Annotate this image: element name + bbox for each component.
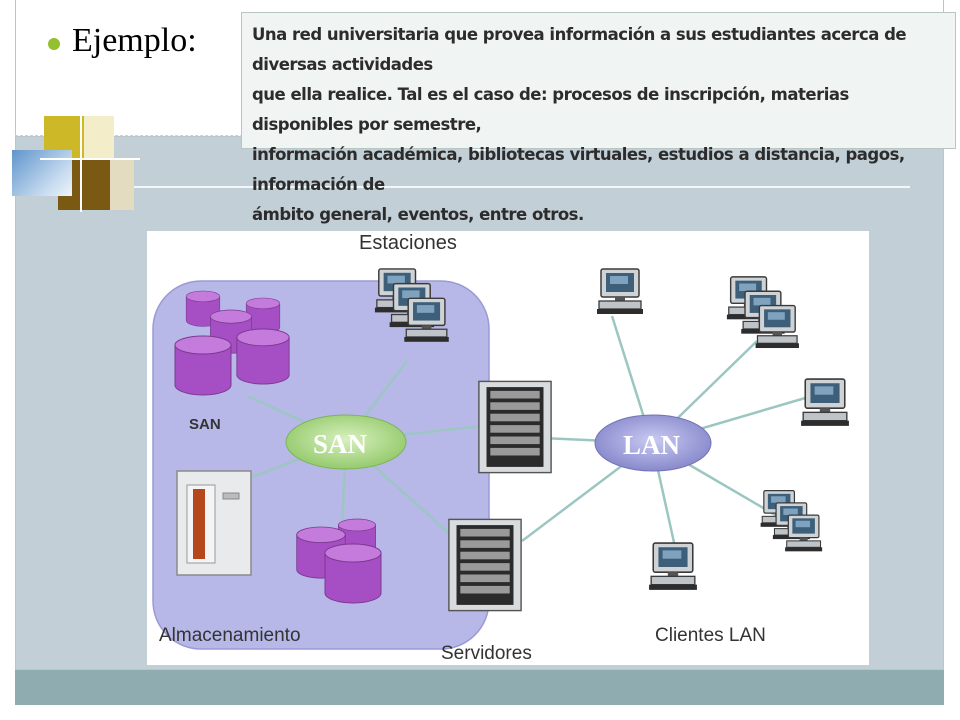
server-rack-icon	[478, 380, 552, 474]
server-rack-icon	[448, 518, 522, 612]
note-box	[241, 12, 956, 149]
note-line: que ella realice. Tal es el caso de: pro…	[252, 85, 849, 134]
label-clientes-lan: Clientes LAN	[655, 625, 766, 646]
label-estaciones: Estaciones	[359, 232, 457, 254]
label-lan-hub: LAN	[623, 430, 681, 460]
lan-client-icon	[648, 542, 698, 591]
storage-cabinet-icon	[176, 470, 252, 576]
deco-square-cream	[84, 116, 114, 158]
label-san-storage: SAN	[189, 416, 221, 433]
note-line: Una red universitaria que provea informa…	[252, 25, 907, 74]
footer-bar	[15, 670, 944, 704]
label-servidores: Servidores	[441, 643, 532, 664]
deco-square-tan	[110, 160, 134, 210]
san-hub	[285, 414, 407, 470]
note-text: Una red universitaria que provea informa…	[252, 20, 947, 230]
lan-hub	[594, 414, 712, 472]
slide-heading: Ejemplo:	[72, 22, 197, 59]
deco-square-blue	[12, 150, 72, 196]
label-almacenamiento: Almacenamiento	[159, 625, 301, 646]
bullet-icon	[48, 38, 60, 50]
lan-clients-group-icon	[761, 491, 823, 552]
lan-client-icon	[596, 268, 644, 315]
note-line: ámbito general, eventos, entre otros.	[252, 205, 584, 224]
footer-line	[15, 704, 944, 705]
lan-client-icon	[800, 378, 850, 427]
deco-line-horizontal	[40, 158, 140, 160]
network-diagram: Estaciones SAN SAN LAN Almacenamiento Se…	[147, 231, 869, 665]
lan-clients-group-icon	[727, 277, 799, 348]
horizontal-rule	[110, 186, 910, 188]
network-diagram-svg: Estaciones SAN SAN LAN Almacenamiento Se…	[152, 232, 850, 664]
note-line: información académica, bibliotecas virtu…	[252, 145, 905, 194]
label-san-hub: SAN	[313, 429, 368, 459]
